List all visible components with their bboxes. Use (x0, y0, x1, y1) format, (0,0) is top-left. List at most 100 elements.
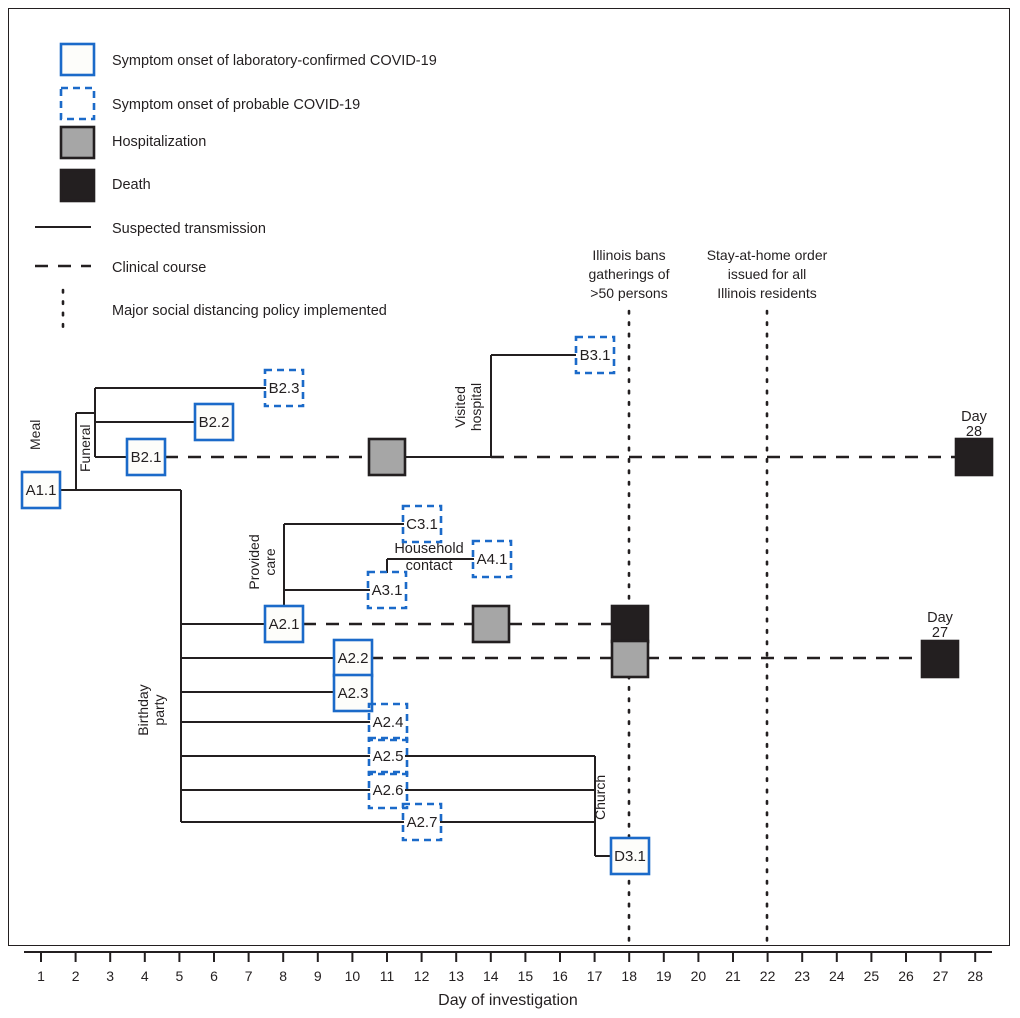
x-axis-tick-label: 20 (691, 968, 707, 984)
x-axis-tick-label: 22 (760, 968, 776, 984)
x-axis-tick-label: 18 (621, 968, 637, 984)
x-axis-tick-label: 24 (829, 968, 845, 984)
x-axis-title: Day of investigation (438, 992, 578, 1009)
x-axis-tick-label: 7 (245, 968, 253, 984)
legend-label-death: Death (112, 177, 151, 193)
label-household-contact-line1: Household (394, 541, 463, 557)
label-household-contact-line2: contact (406, 558, 453, 574)
case-label-A2.7: A2.7 (407, 814, 438, 831)
label-meal: Meal (27, 420, 43, 450)
x-axis-tick-label: 9 (314, 968, 322, 984)
label-birthday-party-line1: Birthday (135, 684, 151, 735)
context-labels: Meal Funeral Birthday party Visited hosp… (27, 383, 608, 820)
case-A2.7[interactable]: A2.7 (401, 802, 443, 842)
legend-label-confirmed: Symptom onset of laboratory-confirmed CO… (112, 53, 437, 69)
case-label-A3.1: A3.1 (372, 582, 403, 599)
case-A1.1[interactable]: A1.1 (20, 470, 62, 510)
legend-label-transmission: Suspected transmission (112, 221, 266, 237)
case-label-A2.5: A2.5 (373, 748, 404, 765)
policy-ban-50-line2: gatherings of (589, 266, 670, 282)
case-A2.6[interactable]: A2.6 (367, 770, 409, 810)
label-provided-care-line2: care (262, 548, 278, 575)
x-axis-tick-label: 14 (483, 968, 499, 984)
legend-swatch-hospitalization (59, 125, 96, 160)
x-axis-tick-label: 28 (967, 968, 983, 984)
figure-border (8, 8, 1010, 946)
day-label-b21-line2: 28 (966, 424, 982, 440)
legend-label-clinical: Clinical course (112, 260, 206, 276)
case-label-B2.2: B2.2 (199, 414, 230, 431)
marker-death-b21 (954, 437, 994, 477)
x-axis-tick-label: 2 (72, 968, 80, 984)
label-provided-care-line1: Provided (246, 534, 262, 589)
x-axis-tick-label: 3 (106, 968, 114, 984)
x-axis-tick-label: 10 (345, 968, 361, 984)
case-label-A4.1: A4.1 (477, 551, 508, 568)
policy-ban-50: Illinois bans gatherings of >50 persons (589, 247, 670, 943)
label-visited-hospital-line2: hospital (468, 383, 484, 431)
case-B2.3[interactable]: B2.3 (263, 368, 305, 408)
case-label-B3.1: B3.1 (580, 347, 611, 364)
case-label-B2.3: B2.3 (269, 380, 300, 397)
policy-stay-home: Stay-at-home order issued for all Illino… (707, 247, 828, 943)
case-D3.1[interactable]: D3.1 (609, 836, 651, 876)
case-B2.2[interactable]: B2.2 (193, 402, 235, 442)
marker-hospitalization-b21 (367, 437, 407, 477)
event-markers: Day 28 Day 27 (367, 409, 994, 679)
case-A4.1[interactable]: A4.1 (471, 539, 513, 579)
policy-stay-home-line3: Illinois residents (717, 285, 817, 301)
case-label-B2.1: B2.1 (131, 449, 162, 466)
case-A2.2[interactable]: A2.2 (332, 638, 374, 678)
x-axis-tick-label: 15 (518, 968, 534, 984)
case-label-C3.1: C3.1 (406, 516, 438, 533)
day-label-b21-line1: Day (961, 409, 988, 425)
x-axis-tick-label: 1 (37, 968, 45, 984)
legend-label-policy: Major social distancing policy implement… (112, 303, 387, 319)
legend: Symptom onset of laboratory-confirmed CO… (35, 42, 437, 332)
x-axis-tick-label: 25 (864, 968, 880, 984)
legend-label-probable: Symptom onset of probable COVID-19 (112, 97, 360, 113)
x-axis-tick-label: 27 (933, 968, 949, 984)
case-label-A2.1: A2.1 (269, 616, 300, 633)
label-visited-hospital-line1: Visited (452, 386, 468, 428)
case-B3.1[interactable]: B3.1 (574, 335, 616, 375)
case-boxes: A1.1 B2.1 B2.2 B2.3 B3.1 A2.1 (20, 335, 651, 876)
case-A2.3[interactable]: A2.3 (332, 673, 374, 713)
label-birthday-party-line2: party (151, 694, 167, 725)
x-axis-tick-label: 5 (176, 968, 184, 984)
x-axis-tick-label: 13 (448, 968, 464, 984)
case-A2.5[interactable]: A2.5 (367, 736, 409, 776)
x-axis-tick-label: 12 (414, 968, 430, 984)
marker-hospitalization-a22 (610, 639, 650, 679)
x-axis-tick-label: 6 (210, 968, 218, 984)
case-A3.1[interactable]: A3.1 (366, 570, 408, 610)
case-B2.1[interactable]: B2.1 (125, 437, 167, 477)
case-label-A2.2: A2.2 (338, 650, 369, 667)
case-label-A2.4: A2.4 (373, 714, 404, 731)
day-label-a22-line2: 27 (932, 625, 948, 641)
policy-ban-50-line1: Illinois bans (592, 247, 665, 263)
legend-swatch-confirmed (59, 42, 96, 77)
day-label-a22-line1: Day (927, 610, 954, 626)
x-axis-tick-label: 17 (587, 968, 603, 984)
x-axis-tick-label: 11 (380, 968, 395, 984)
case-C3.1[interactable]: C3.1 (401, 504, 443, 544)
x-axis-tick-label: 8 (279, 968, 287, 984)
policy-ban-50-line3: >50 persons (590, 285, 667, 301)
marker-death-a22 (920, 639, 960, 679)
x-axis-tick-label: 4 (141, 968, 149, 984)
case-A2.1[interactable]: A2.1 (263, 604, 305, 644)
x-axis-tick-label: 21 (725, 968, 741, 984)
marker-hospitalization-a21 (471, 604, 511, 644)
legend-swatch-probable (59, 86, 96, 121)
case-label-A1.1: A1.1 (26, 482, 57, 499)
x-axis-tick-label: 16 (552, 968, 568, 984)
case-A2.4[interactable]: A2.4 (367, 702, 409, 742)
label-funeral: Funeral (77, 425, 93, 472)
marker-death-a21 (610, 604, 650, 644)
case-label-D3.1: D3.1 (614, 848, 646, 865)
